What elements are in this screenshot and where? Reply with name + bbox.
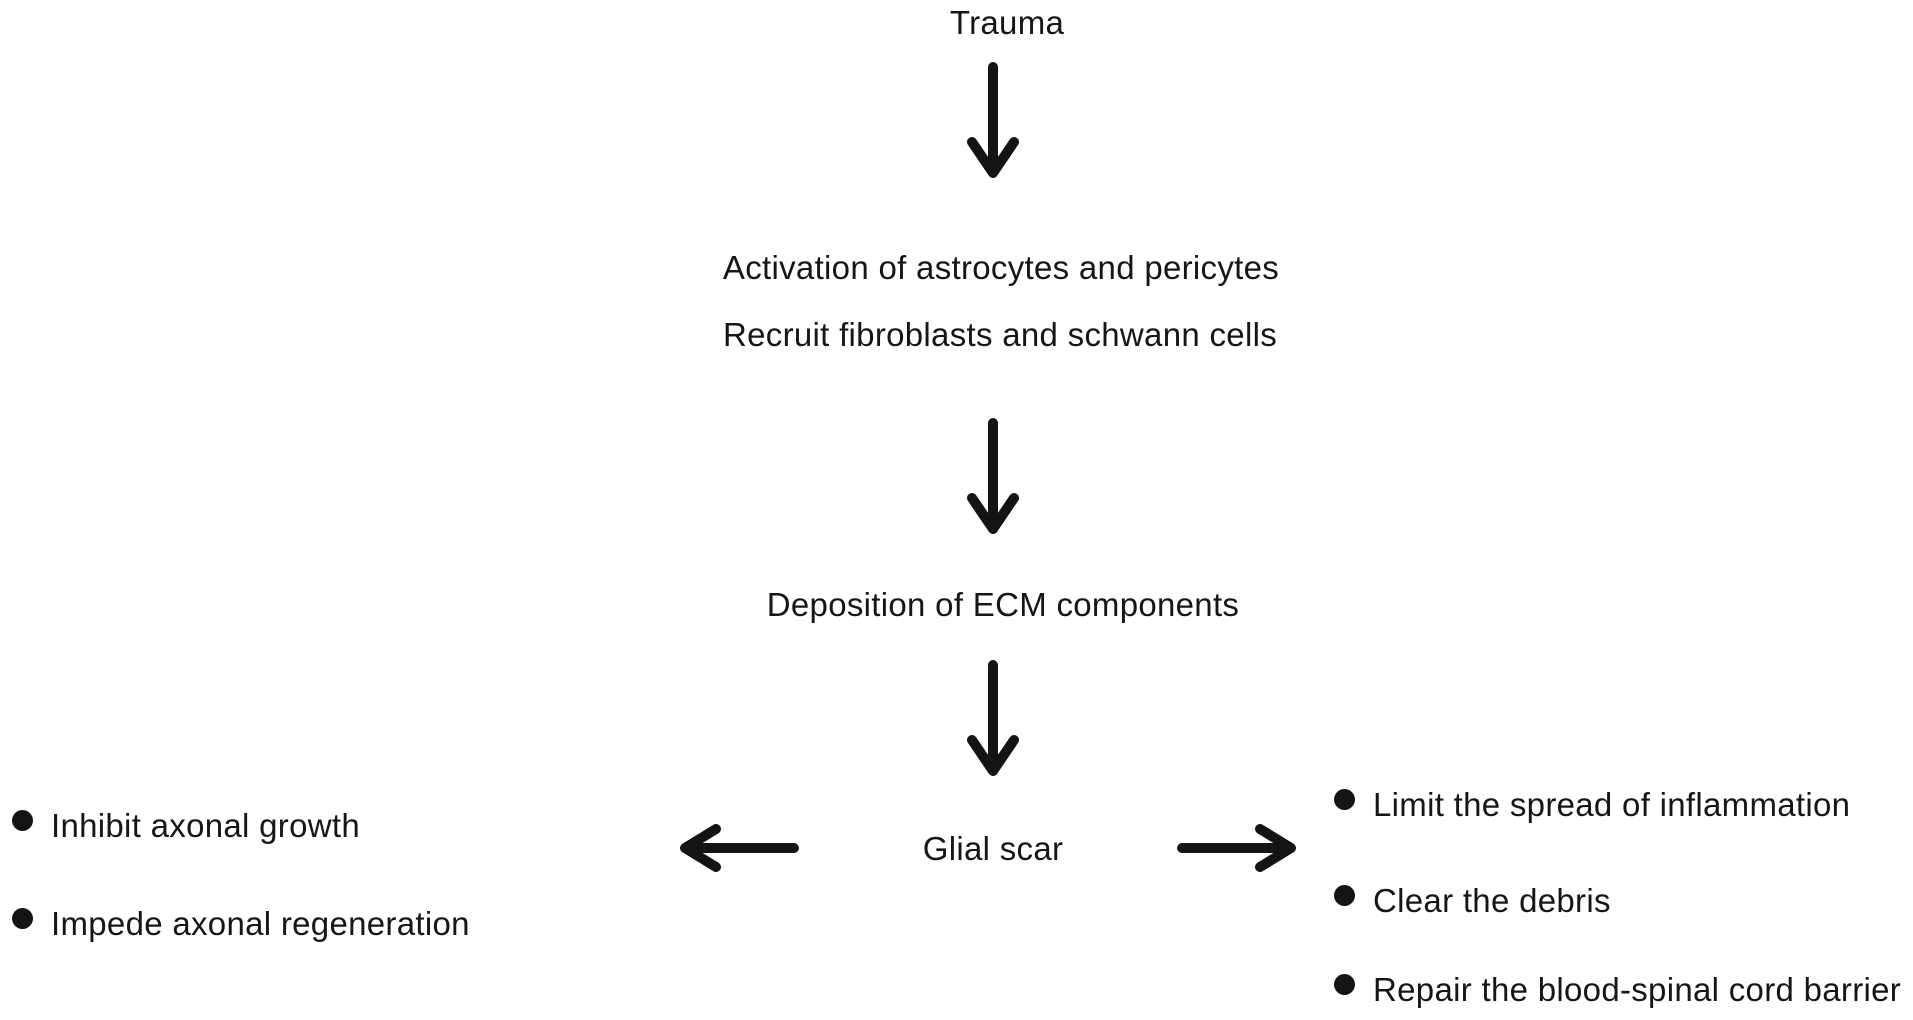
list-item: Repair the blood-spinal cord barrier: [1334, 971, 1901, 1009]
node-deposition: Deposition of ECM components: [766, 586, 1240, 624]
bullet-icon: [1334, 973, 1355, 995]
list-item: Inhibit axonal growth: [12, 807, 360, 845]
negative-effect-label: Inhibit axonal growth: [51, 807, 360, 844]
arrow-right-icon: [1176, 824, 1300, 872]
positive-effect-label: Clear the debris: [1373, 882, 1611, 919]
node-activation-line2: Recruit fibroblasts and schwann cells: [722, 316, 1278, 354]
list-item: Limit the spread of inflammation: [1334, 786, 1850, 824]
negative-effect-label: Impede axonal regeneration: [51, 905, 470, 942]
node-glial-scar: Glial scar: [922, 830, 1064, 868]
positive-effect-label: Limit the spread of inflammation: [1373, 786, 1851, 823]
arrow-left-icon: [676, 824, 800, 872]
bullet-icon: [12, 809, 33, 831]
list-item: Impede axonal regeneration: [12, 905, 470, 943]
node-trauma: Trauma: [949, 4, 1065, 42]
bullet-icon: [1334, 884, 1355, 906]
node-activation-line1: Activation of astrocytes and pericytes: [722, 249, 1280, 287]
bullet-icon: [1334, 788, 1355, 810]
arrow-down-icon: [963, 658, 1023, 780]
arrow-down-icon: [963, 416, 1023, 538]
bullet-icon: [12, 907, 33, 929]
positive-effect-label: Repair the blood-spinal cord barrier: [1373, 971, 1902, 1008]
arrow-down-icon: [963, 60, 1023, 182]
list-item: Clear the debris: [1334, 882, 1611, 920]
